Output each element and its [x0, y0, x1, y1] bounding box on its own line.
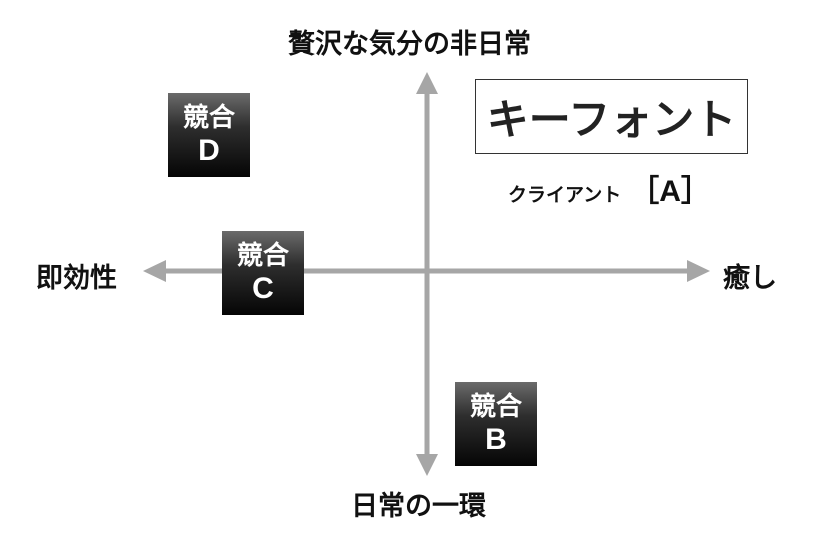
axis-label-left: 即効性 — [36, 263, 117, 294]
competitor-label: 競合 — [236, 241, 289, 271]
competitor-id: B — [485, 423, 507, 456]
competitor-id: C — [252, 272, 274, 305]
keyfont-title: キーフォント — [486, 95, 737, 144]
competitor-d-box: 競合 D — [168, 93, 250, 177]
axis-label-top: 贅沢な気分の非日常 — [288, 29, 531, 60]
axis-label-right: 癒し — [723, 263, 777, 294]
competitor-b-box: 競合 B — [455, 382, 537, 466]
arrow-left-icon — [143, 260, 166, 282]
client-name: クライアント — [508, 184, 622, 206]
competitor-id: D — [198, 134, 220, 167]
keyfont-box: キーフォント — [475, 79, 748, 154]
arrow-up-icon — [416, 72, 438, 94]
competitor-label: 競合 — [182, 103, 235, 133]
arrow-down-icon — [416, 454, 438, 476]
axis-label-bottom: 日常の一環 — [351, 491, 486, 522]
client-label: クライアント ［A］ — [508, 166, 711, 210]
client-id: ［A］ — [629, 175, 711, 208]
competitor-c-box: 競合 C — [222, 231, 304, 315]
arrow-right-icon — [687, 260, 710, 282]
competitor-label: 競合 — [469, 392, 522, 422]
